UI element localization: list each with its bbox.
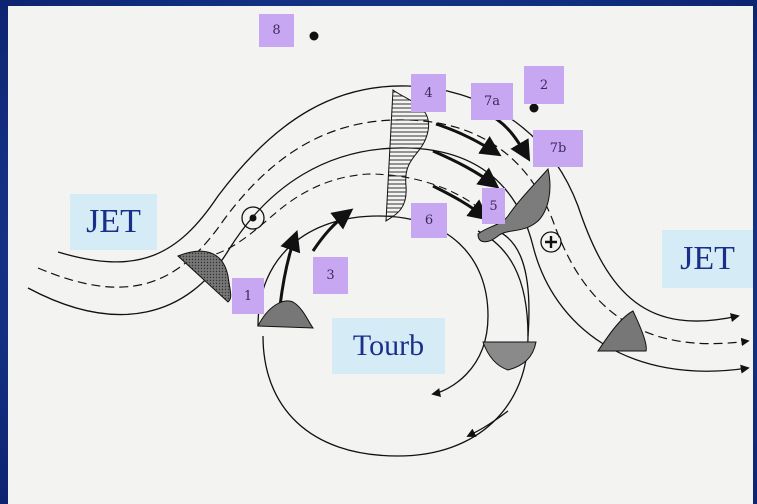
jet-label-left: JET xyxy=(70,194,157,250)
convergence-symbol xyxy=(540,231,562,253)
jet-label-right: JET xyxy=(662,230,753,288)
circulation-right xyxy=(497,230,530,337)
marker-1: 1 xyxy=(232,278,264,314)
marker-5: 5 xyxy=(482,188,505,224)
jet-stream-diagram xyxy=(27,31,750,457)
trough-dashed xyxy=(177,173,499,259)
flow-arrow-4b xyxy=(432,149,500,189)
flow-arrow-3b xyxy=(311,208,354,252)
front-lobe-bottom xyxy=(482,341,537,371)
marker-7b: 7b xyxy=(533,130,583,167)
front-lobe-left xyxy=(177,250,232,303)
marker-8: 8 xyxy=(259,14,294,47)
circulation-bottom-arrow xyxy=(466,410,509,437)
marker-3: 3 xyxy=(313,257,348,294)
front-lobe-1 xyxy=(257,300,314,329)
front-lobe-7b xyxy=(477,167,551,243)
flow-arrow-4a xyxy=(435,122,502,157)
marker-4: 4 xyxy=(411,74,446,112)
dot-8 xyxy=(309,31,319,41)
jet-streamline-outer xyxy=(57,85,740,323)
jet-axis-dashed xyxy=(37,119,750,347)
marker-7a: 7a xyxy=(471,83,513,120)
marker-2: 2 xyxy=(524,66,564,104)
trough-label: Tourb xyxy=(332,318,445,374)
circulation-outer xyxy=(262,230,529,457)
front-lobe-right xyxy=(597,310,647,352)
diagram-frame: JET JET Tourb 8 4 7a 2 7b 5 6 3 1 xyxy=(8,6,753,504)
divergence-symbol xyxy=(241,206,265,230)
flow-arrow-6 xyxy=(432,184,490,221)
dot-2 xyxy=(529,103,539,113)
marker-6: 6 xyxy=(411,203,447,238)
flow-arrow-3a xyxy=(278,230,301,307)
diagram-panel xyxy=(8,6,753,504)
